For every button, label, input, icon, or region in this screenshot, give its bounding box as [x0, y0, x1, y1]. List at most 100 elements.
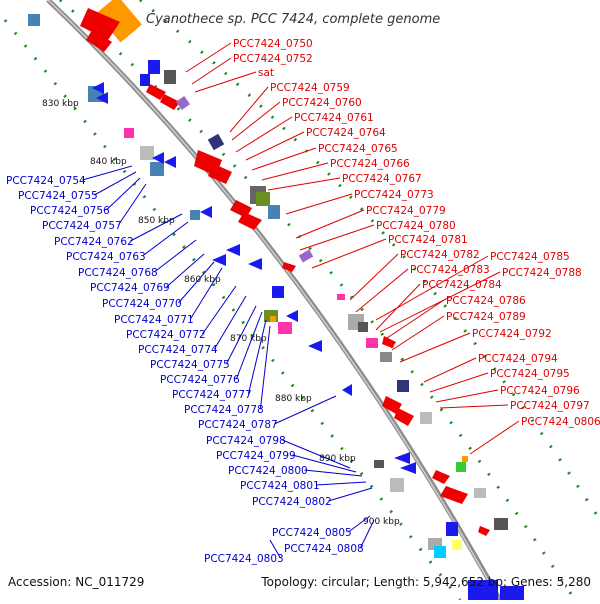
- gene-feature: [358, 322, 368, 332]
- gene-arrow: [160, 94, 180, 110]
- gene-label: PCC7424_0750: [233, 38, 313, 50]
- label-leader-line: [142, 221, 189, 257]
- gene-label: PCC7424_0808: [284, 543, 364, 555]
- label-leader-line: [267, 177, 341, 191]
- gene-label: PCC7424_0770: [102, 298, 182, 310]
- label-leader-line: [295, 209, 365, 239]
- gene-feature: [28, 14, 40, 26]
- label-leader-line: [166, 253, 205, 288]
- gene-feature: [452, 540, 462, 550]
- gene-label: PCC7424_0786: [446, 295, 526, 307]
- label-leader-line: [391, 315, 445, 351]
- label-leader-line: [191, 57, 232, 85]
- gene-arrow: [146, 84, 166, 100]
- scale-tick-label: 890 kbp: [319, 454, 356, 464]
- gene-feature: [500, 586, 524, 600]
- label-leader-line: [229, 86, 269, 133]
- gene-arrow: [200, 206, 212, 218]
- gene-feature: [494, 518, 508, 530]
- label-leader-line: [245, 131, 305, 161]
- gene-feature: [176, 96, 190, 110]
- gene-arrow: [432, 470, 450, 484]
- gene-feature: [374, 460, 384, 468]
- gene-label: PCC7424_0802: [252, 496, 332, 508]
- gene-label: PCC7424_0777: [172, 389, 252, 401]
- gene-arrow: [308, 340, 322, 352]
- gene-label: PCC7424_0795: [490, 368, 570, 380]
- gene-label: PCC7424_0801: [240, 480, 320, 492]
- gene-arrow: [86, 30, 112, 52]
- gene-arrow: [382, 336, 396, 348]
- gene-feature: [366, 338, 378, 348]
- gene-arrow: [286, 310, 298, 322]
- label-leader-line: [469, 420, 520, 455]
- label-leader-line: [328, 487, 373, 502]
- gene-arrow: [164, 156, 176, 168]
- accession-text: Accession: NC_011729: [8, 575, 144, 589]
- label-leader-line: [349, 253, 399, 301]
- label-leader-line: [94, 171, 137, 196]
- label-leader-line: [251, 147, 317, 171]
- gene-label: PCC7424_0796: [500, 385, 580, 397]
- reverse-label-leaders: [82, 165, 375, 559]
- label-leader-line: [225, 305, 257, 365]
- gene-label: PCC7424_0767: [342, 173, 422, 185]
- gene-label: PCC7424_0798: [206, 435, 286, 447]
- genome-summary-text: Topology: circular; Length: 5,942,652 bp…: [260, 575, 591, 589]
- scale-tick-label: 870 kbp: [230, 334, 267, 344]
- label-leader-line: [439, 404, 509, 409]
- gene-feature: [390, 478, 404, 492]
- gene-arrow: [248, 258, 262, 270]
- gene-label: PCC7424_0784: [422, 279, 502, 291]
- label-leader-line: [429, 372, 489, 393]
- label-leader-line: [201, 285, 237, 335]
- gene-label: PCC7424_0785: [490, 251, 570, 263]
- gc-content-track: [3, 0, 600, 601]
- label-leader-line: [82, 165, 133, 181]
- label-leader-line: [194, 71, 257, 93]
- gene-label: PCC7424_0789: [446, 311, 526, 323]
- scale-tick-label: 860 kbp: [184, 275, 221, 285]
- gene-label: PCC7424_0805: [272, 527, 352, 539]
- label-leader-line: [359, 519, 375, 549]
- gene-arrow: [80, 8, 120, 40]
- gene-label: PCC7424_0799: [216, 450, 296, 462]
- gene-arrow: [282, 262, 296, 272]
- gene-label: PCC7424_0756: [30, 205, 110, 217]
- gene-label: PCC7424_0761: [294, 112, 374, 124]
- gene-label: PCC7424_0764: [306, 127, 386, 139]
- gene-label: PCC7424_0774: [138, 344, 218, 356]
- label-leader-line: [285, 193, 353, 215]
- scale-tick-label: 850 kbp: [138, 216, 175, 226]
- gene-feature: [278, 322, 292, 334]
- gene-label: PCC7424_0781: [388, 234, 468, 246]
- gene-feature: [190, 210, 200, 220]
- gene-arrow: [440, 486, 468, 504]
- gene-label: PCC7424_0776: [160, 374, 240, 386]
- label-leader-line: [355, 268, 409, 313]
- gene-arrow: [478, 526, 490, 536]
- gene-label: PCC7424_0755: [18, 190, 98, 202]
- gene-feature: [140, 74, 150, 86]
- gene-arrow: [394, 452, 410, 464]
- scale-tick-label: 840 kbp: [90, 157, 127, 167]
- gene-label: PCC7424_0779: [366, 205, 446, 217]
- gene-feature: [272, 286, 284, 298]
- gene-feature: [468, 580, 498, 600]
- gene-label: PCC7424_0757: [42, 220, 122, 232]
- label-leader-line: [348, 515, 371, 533]
- gene-arrow: [92, 82, 104, 94]
- label-leader-line: [247, 319, 267, 395]
- gene-label: PCC7424_0806: [521, 416, 600, 428]
- gene-feature: [148, 60, 160, 74]
- label-leader-line: [379, 271, 501, 333]
- label-leader-line: [299, 224, 375, 251]
- gene-feature: [456, 462, 466, 472]
- gene-feature: [420, 412, 432, 424]
- gene-feature: [462, 456, 468, 462]
- gene-feature: [474, 488, 486, 498]
- gene-label: PCC7424_0754: [6, 175, 86, 187]
- forward-gene-labels: PCC7424_0750PCC7424_0752satPCC7424_0759P…: [233, 38, 600, 428]
- gene-label: PCC7424_0772: [126, 329, 206, 341]
- gene-arrow: [238, 212, 262, 230]
